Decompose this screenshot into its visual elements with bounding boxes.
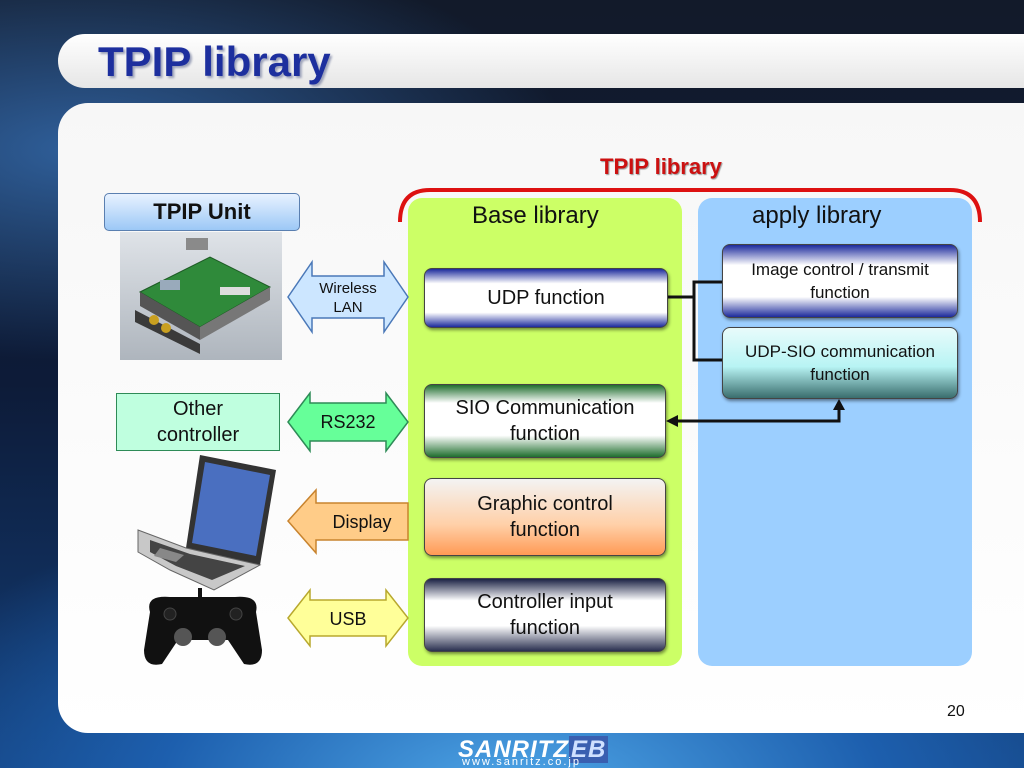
- controller-input-box: Controller input function: [424, 578, 666, 652]
- sio-line2: function: [509, 423, 581, 445]
- img-line1: Image control / transmit: [751, 260, 929, 279]
- usb-label: USB: [329, 608, 367, 629]
- graphic-control-box: Graphic control function: [424, 478, 666, 556]
- sio-communication-box: SIO Communication function: [424, 384, 666, 458]
- sio-link-line: [674, 407, 841, 423]
- graphic-line2: function: [509, 519, 581, 541]
- other-controller-line2: controller: [156, 424, 240, 446]
- apply-library-title: apply library: [752, 202, 882, 229]
- graphic-line1: Graphic control: [477, 493, 613, 515]
- udpsio-line2: function: [810, 365, 870, 384]
- ctrl-line1: Controller input: [477, 591, 613, 613]
- tpip-library-heading: TPIP library: [600, 154, 722, 179]
- title-bar: [58, 34, 1024, 88]
- sio-link-arrowhead-up: [833, 399, 845, 410]
- logo-suffix-text: EB: [569, 736, 609, 763]
- circuit-board-icon: [135, 238, 272, 354]
- rs232-label: RS232: [320, 411, 376, 432]
- sio-line1: SIO Communication: [455, 397, 635, 419]
- company-logo: SANRITZEB: [458, 736, 609, 764]
- udp-function-box: UDP function: [424, 268, 668, 328]
- udp-sio-communication-box: UDP-SIO communication function: [722, 327, 958, 399]
- slide-title: TPIP library: [98, 38, 331, 85]
- laptop-icon: [137, 455, 276, 591]
- udp-sio-connector-line: [692, 297, 722, 362]
- udp-connector-line: [668, 280, 722, 299]
- other-controller-box: Other controller: [116, 393, 280, 451]
- gamepad-icon: [144, 596, 262, 665]
- ctrl-line2: function: [509, 617, 581, 639]
- tpip-unit-label: TPIP Unit: [104, 193, 300, 231]
- usb-arrow: [287, 587, 409, 649]
- wireless-lan-arrow: [287, 259, 409, 335]
- display-arrow: [286, 488, 409, 555]
- udpsio-line1: UDP-SIO communication: [745, 342, 935, 361]
- display-label: Display: [332, 511, 392, 532]
- tpip-board-image: [120, 232, 282, 360]
- img-line2: function: [810, 283, 870, 302]
- logo-main-text: SANRITZ: [458, 736, 569, 763]
- sio-link-arrowhead-left: [666, 415, 678, 427]
- footer-url: www.sanritz.co.jp: [462, 756, 581, 768]
- image-control-box: Image control / transmit function: [722, 244, 958, 318]
- rs232-arrow: [287, 390, 409, 454]
- base-library-title: Base library: [472, 202, 599, 229]
- wireless-lan-line2: LAN: [333, 299, 363, 316]
- udp-function-label: UDP function: [487, 286, 605, 309]
- wireless-lan-line1: Wireless: [319, 280, 377, 297]
- page-number: 20: [947, 703, 965, 720]
- other-controller-line1: Other: [172, 398, 223, 420]
